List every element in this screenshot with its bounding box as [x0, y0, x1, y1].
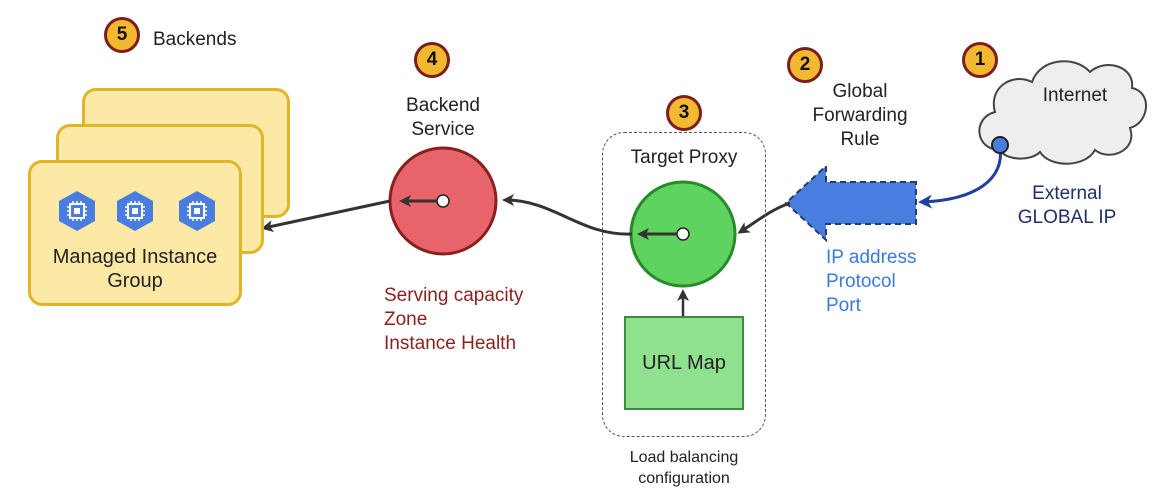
- managed-instance-group-label: Managed Instance Group: [52, 246, 218, 292]
- target-proxy-label: Target Proxy: [630, 147, 738, 168]
- badge-4: 4: [414, 42, 450, 78]
- backend-service-fields: Serving capacity Zone Instance Health: [384, 285, 524, 354]
- proxy-to-backend-link: [502, 194, 633, 236]
- forwarding-rule-fields: IP address Protocol Port: [826, 247, 917, 316]
- forwarding-to-proxy-link: [737, 201, 791, 234]
- compute-engine-icon: [179, 191, 215, 231]
- compute-engine-icon: [59, 191, 95, 231]
- backend-service-label: Backend Service: [406, 95, 480, 140]
- badge-2: 2: [787, 47, 823, 83]
- internet-label: Internet: [1042, 85, 1108, 106]
- load-balancing-config-box: [602, 132, 766, 437]
- external-ip-link: [918, 145, 1003, 209]
- badge-3: 3: [666, 95, 702, 131]
- load-balancing-config-label: Load balancing configuration: [629, 449, 739, 487]
- forwarding-rule-arrow: [784, 163, 917, 243]
- global-forwarding-rule-label: Global Forwarding Rule: [812, 81, 908, 150]
- url-map-box: URL Map: [624, 316, 744, 410]
- backends-label: Backends: [153, 29, 237, 50]
- external-global-ip-label: External GLOBAL IP: [1017, 183, 1117, 228]
- internet-cloud: [978, 60, 1147, 165]
- external-ip-dot: [991, 136, 1009, 154]
- compute-engine-icon: [117, 191, 153, 231]
- badge-5: 5: [104, 17, 140, 53]
- instance-card-front: Managed Instance Group: [28, 160, 242, 306]
- backend-service-dot: [436, 194, 450, 208]
- backend-to-group-link: [261, 199, 391, 232]
- badge-1: 1: [962, 42, 998, 78]
